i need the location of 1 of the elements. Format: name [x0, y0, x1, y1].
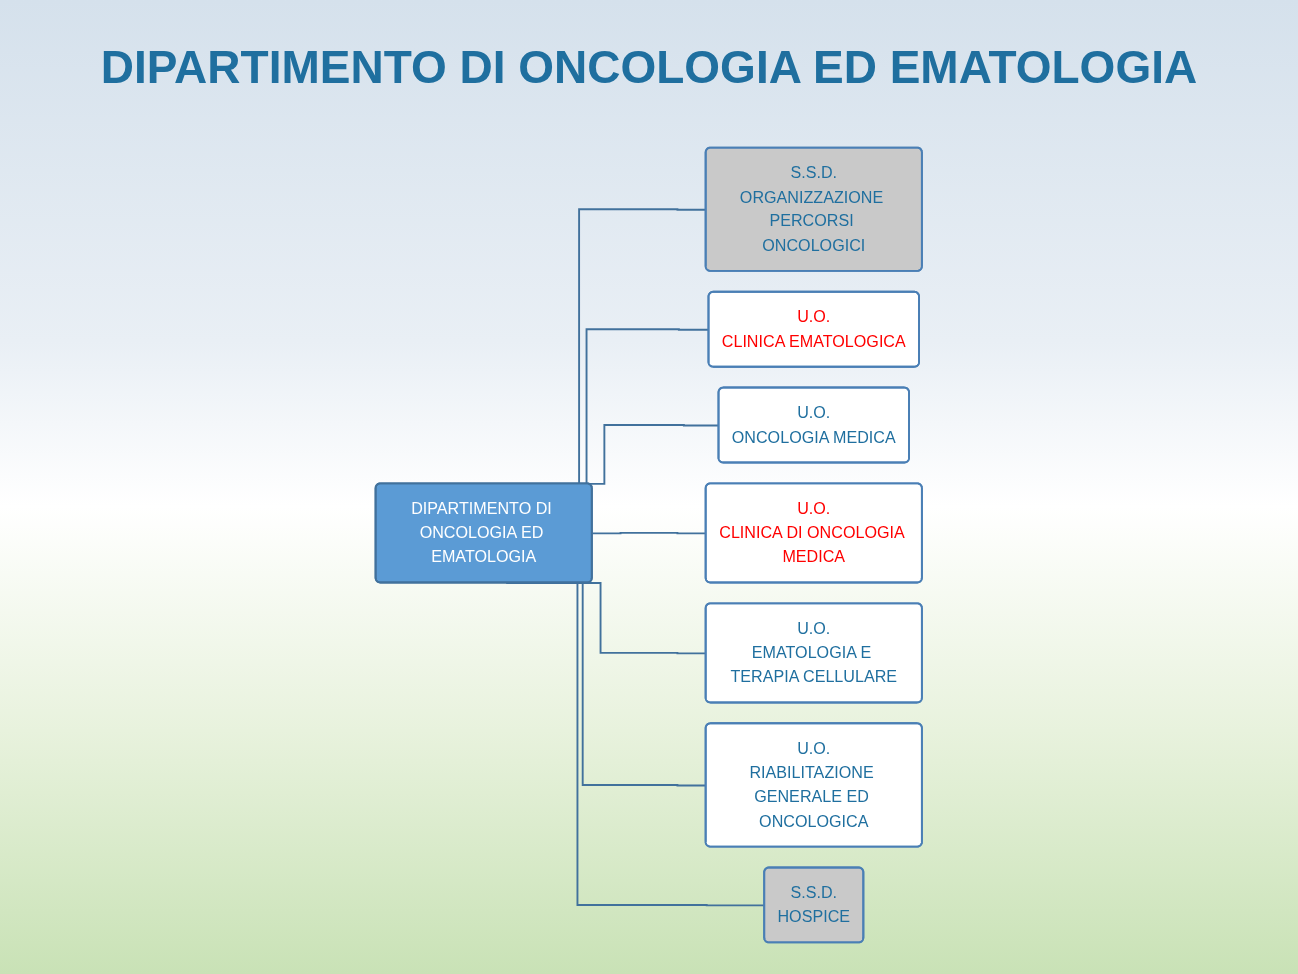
- title: DIPARTIMENTO DI ONCOLOGIA ED EMATOLOGIA: [100, 40, 1198, 94]
